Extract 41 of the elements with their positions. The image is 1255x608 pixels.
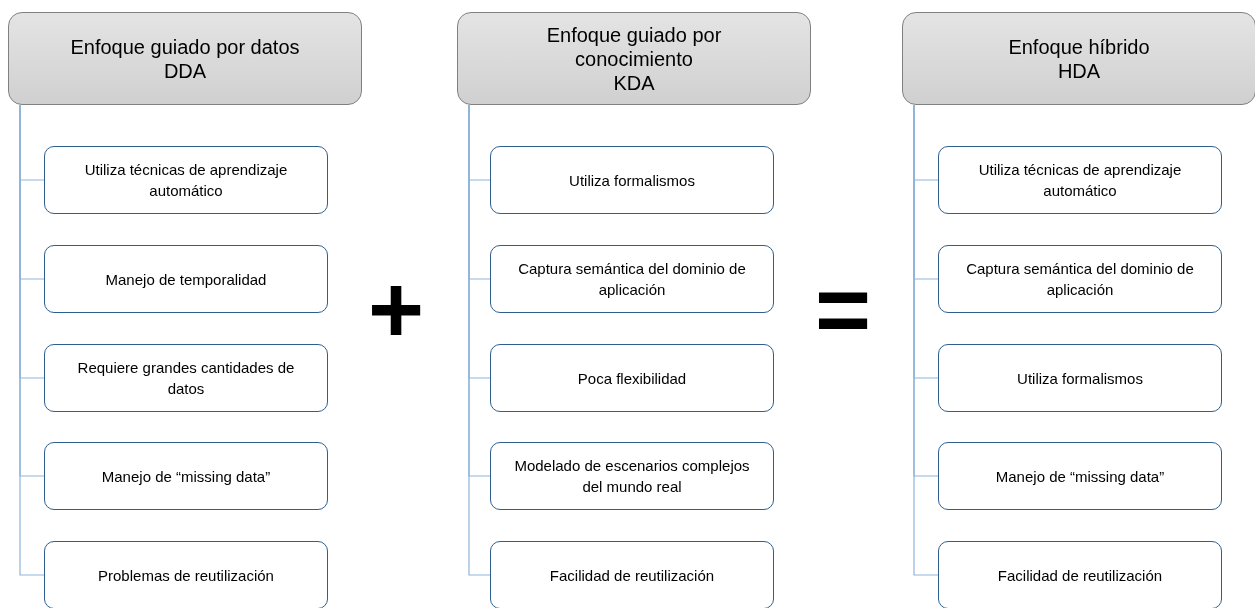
- item-box: [938, 344, 1222, 412]
- item-text: Problemas de reutilización: [98, 565, 274, 586]
- item-text: Captura semántica del dominio de aplicación: [965, 259, 1195, 300]
- item-box: [44, 146, 328, 214]
- item-box: [490, 344, 774, 412]
- item-box: [44, 442, 328, 510]
- header-title: Enfoque guiado por conocimiento: [545, 22, 723, 71]
- equals-sign: =: [815, 262, 872, 358]
- item-text: Utiliza formalismos: [569, 170, 695, 191]
- item-text: Utiliza formalismos: [1017, 368, 1143, 389]
- item-box: [490, 245, 774, 313]
- header-box: [902, 12, 1255, 105]
- item-box: [490, 146, 774, 214]
- item-box: [938, 245, 1222, 313]
- item-box: [44, 541, 328, 608]
- item-text: Requiere grandes cantidades de datos: [76, 358, 296, 399]
- header-box: [8, 12, 362, 105]
- item-box: [938, 541, 1222, 608]
- item-text: Manejo de “missing data”: [995, 466, 1165, 487]
- item-text: Captura semántica del dominio de aplicación: [517, 259, 747, 300]
- header-title: Enfoque guiado por datos: [70, 34, 300, 59]
- header-acronym: HDA: [1057, 58, 1101, 83]
- header-acronym: KDA: [613, 70, 655, 95]
- item-box: [938, 146, 1222, 214]
- plus-sign: +: [368, 262, 425, 358]
- header-acronym: DDA: [163, 58, 207, 83]
- item-text: Poca flexibilidad: [577, 368, 687, 389]
- item-text: Facilidad de reutilización: [997, 565, 1163, 586]
- header-title: Enfoque híbrido: [1008, 34, 1150, 59]
- item-text: Facilidad de reutilización: [549, 565, 715, 586]
- item-text: Utiliza técnicas de aprendizaje automático: [83, 160, 289, 201]
- header-box: [457, 12, 811, 105]
- item-text: Manejo de “missing data”: [101, 466, 271, 487]
- item-box: [490, 442, 774, 510]
- item-text: Manejo de temporalidad: [105, 269, 267, 290]
- item-box: [938, 442, 1222, 510]
- item-text: Modelado de escenarios complejos del mundo real: [513, 456, 751, 497]
- item-box: [44, 344, 328, 412]
- item-box: [490, 541, 774, 608]
- item-text: Utiliza técnicas de aprendizaje automático: [977, 160, 1183, 201]
- item-box: [44, 245, 328, 313]
